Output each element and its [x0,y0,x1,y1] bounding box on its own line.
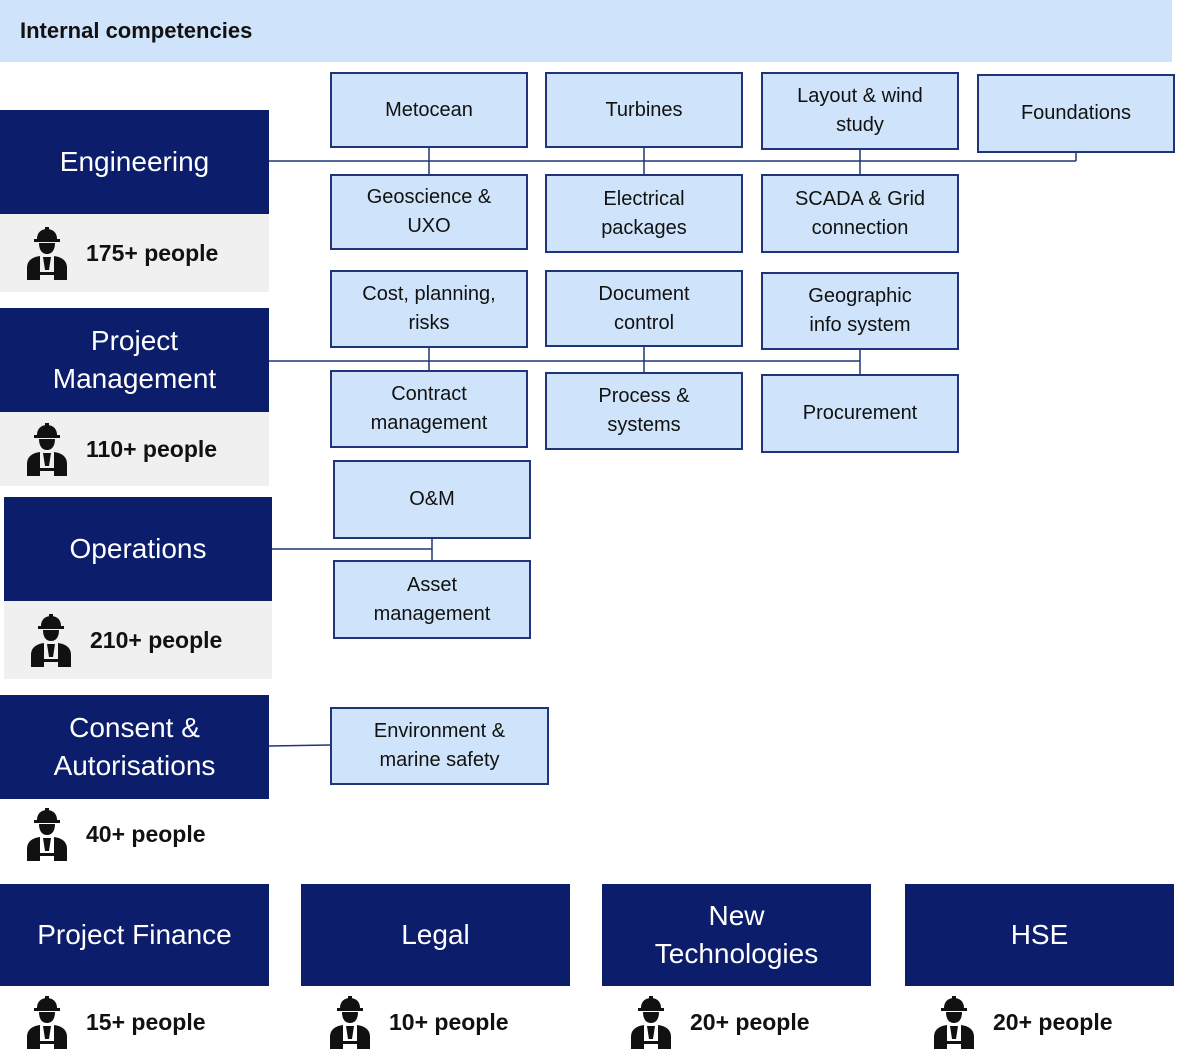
competency-foundations: Foundations [977,74,1175,153]
people-operations: 210+ people [4,601,272,679]
competency-gis: Geographic info system [761,272,959,350]
competency-label: Turbines [605,98,683,121]
people-project-management: 110+ people [0,412,269,486]
competency-procurement: Procurement [761,374,959,453]
dept-hse: HSE [905,884,1174,986]
competency-label: O&M [409,488,455,510]
people-project-finance: 15+ people [0,994,269,1050]
dept-new-technologies-label: New Technologies [654,900,819,969]
people-hse-count: 20+ people [993,1008,1113,1035]
competency-turbines: Turbines [545,72,743,148]
people-engineering-count: 175+ people [86,239,219,266]
dept-legal-label: Legal [401,919,470,950]
dept-consent-label: Consent & Autorisations [53,712,216,781]
worker-icon [628,995,674,1049]
header-title: Internal competencies [20,18,253,43]
dept-project-management-label: Project Management [52,325,217,394]
competency-label: Geographic info system [808,285,912,336]
competency-document-control: Document control [545,270,743,347]
competency-asset-management: Asset management [333,560,531,639]
competency-label: Document control [598,282,690,334]
competency-cost-planning-risks: Cost, planning, risks [330,270,528,348]
people-project-management-count: 110+ people [86,435,218,462]
dept-consent: Consent & Autorisations [0,695,269,799]
worker-icon [931,995,977,1049]
dept-engineering: Engineering [0,110,269,214]
people-engineering: 175+ people [0,214,269,292]
competency-label: Metocean [385,98,473,121]
dept-legal: Legal [301,884,570,986]
competency-label: Contract management [370,383,488,434]
competency-environment-marine-safety: Environment & marine safety [330,707,549,785]
dept-hse-label: HSE [1010,919,1069,950]
dept-operations-label: Operations [69,533,207,564]
competency-label: Environment & marine safety [373,720,506,771]
dept-project-management: Project Management [0,308,269,412]
competency-metocean: Metocean [330,72,528,148]
people-new-technologies: 20+ people [602,994,871,1050]
competency-label: SCADA & Grid connection [794,187,926,239]
people-hse: 20+ people [905,994,1174,1050]
competency-label: Layout & wind study [797,85,923,136]
dept-new-technologies: New Technologies [602,884,871,986]
competency-label: Asset management [373,573,491,625]
worker-icon [24,226,70,280]
competency-scada: SCADA & Grid connection [761,174,959,253]
dept-project-finance: Project Finance [0,884,269,986]
header-bar: Internal competencies [0,0,1172,62]
competency-process-systems: Process & systems [545,372,743,450]
people-consent-count: 40+ people [86,820,206,847]
competency-label: Geoscience & UXO [366,186,492,237]
people-legal-count: 10+ people [389,1008,509,1035]
dept-engineering-label: Engineering [59,146,210,177]
dept-operations: Operations [4,497,272,601]
worker-icon [24,807,70,861]
competency-geoscience: Geoscience & UXO [330,174,528,250]
worker-icon [327,995,373,1049]
competency-label: Electrical packages [601,187,687,239]
people-new-technologies-count: 20+ people [690,1008,810,1035]
competency-label: Process & systems [598,385,690,436]
competency-contract-management: Contract management [330,370,528,448]
worker-icon [24,422,70,476]
worker-icon [24,995,70,1049]
dept-project-finance-label: Project Finance [37,919,232,950]
people-operations-count: 210+ people [90,626,223,653]
competency-label: Foundations [1020,102,1132,124]
people-legal: 10+ people [301,994,570,1050]
people-consent: 40+ people [0,806,269,862]
competency-layout-wind-study: Layout & wind study [761,72,959,150]
competency-electrical: Electrical packages [545,174,743,253]
people-project-finance-count: 15+ people [86,1008,206,1035]
competency-om: O&M [333,460,531,539]
competency-label: Cost, planning, risks [362,283,496,334]
competency-label: Procurement [802,402,918,424]
worker-icon [28,613,74,667]
